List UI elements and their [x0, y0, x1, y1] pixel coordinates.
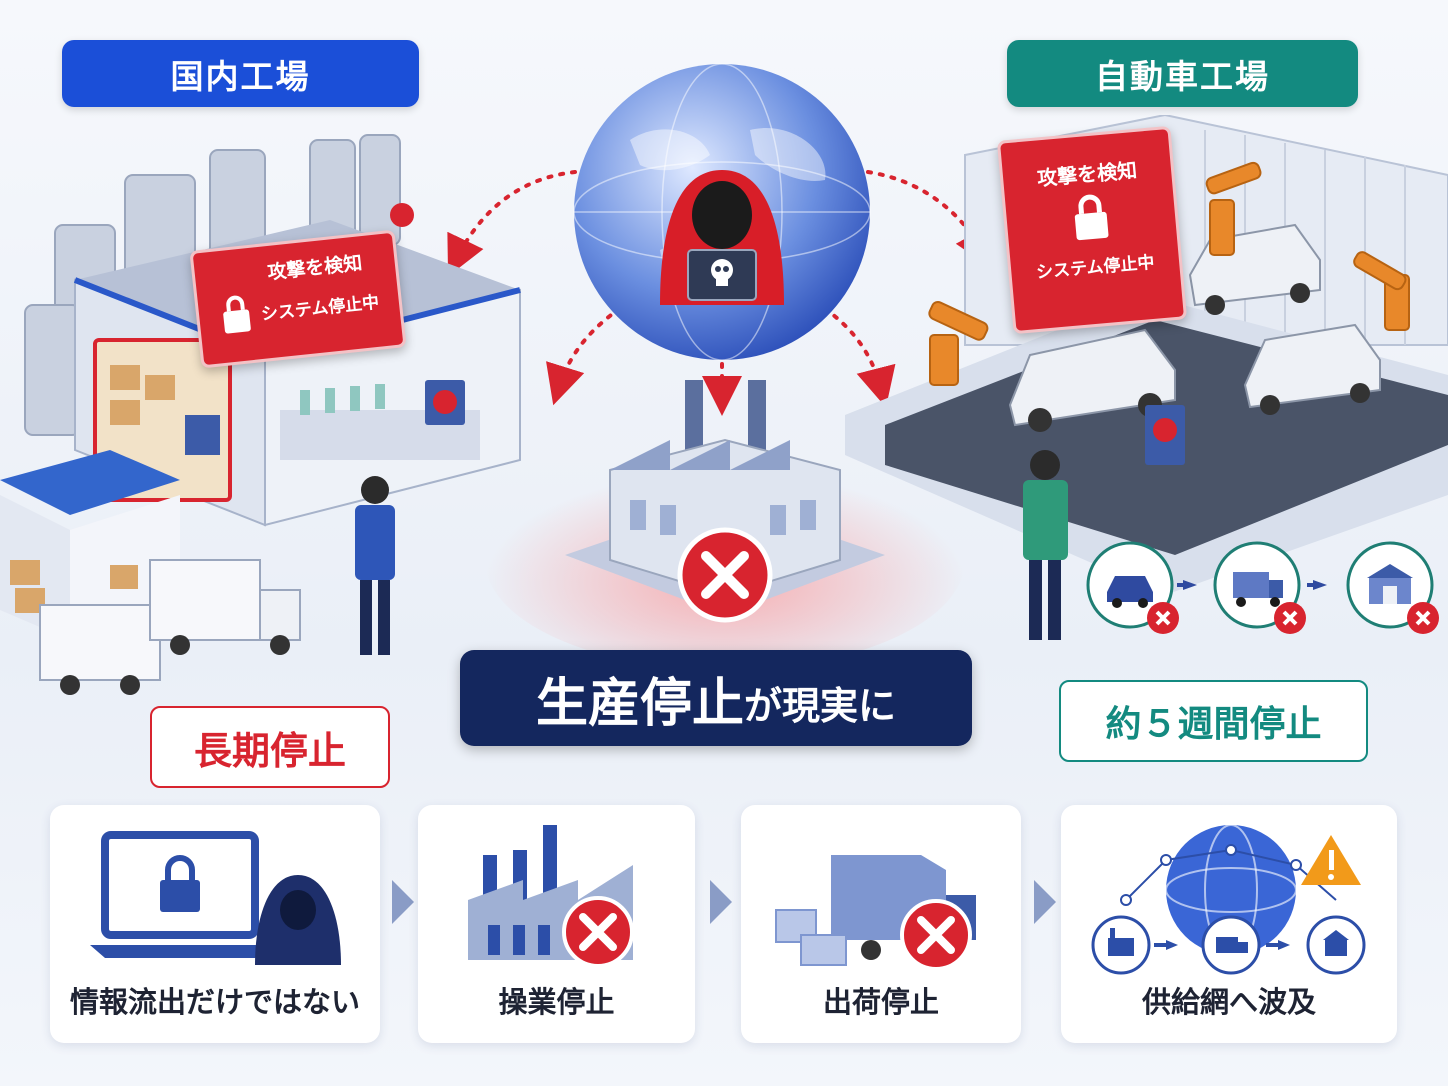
center-factory-illustration [485, 380, 965, 660]
supply-chain-globe-icon [1091, 824, 1366, 975]
hacker-icon [660, 170, 784, 305]
truck-icon [1233, 572, 1283, 607]
flow-arrow-3 [1034, 880, 1056, 924]
domestic-status-badge: 長期停止 [150, 706, 390, 788]
headline-main: 生産停止 [535, 673, 744, 734]
flow-card-data-leak: 情報流出だけではない [50, 805, 380, 1043]
headline-banner: 生産停止が現実に [460, 650, 972, 746]
right-warning-line1: 攻撃を検知 [1036, 157, 1138, 191]
globe-hacker-illustration [573, 63, 871, 361]
stop-x-icon [677, 527, 773, 623]
flow-arrow-2 [710, 880, 732, 924]
flow-arrow-1 [392, 880, 414, 924]
warehouse-icon [1367, 564, 1413, 604]
left-warning-sign: 攻撃を検知 システム停止中 [189, 229, 407, 369]
flow-label-supply-chain: 供給網へ波及 [1141, 985, 1316, 1019]
flow-label-operation-stop: 操業停止 [498, 985, 615, 1019]
auto-factory-title: 自動車工場 [1007, 40, 1358, 107]
domestic-factory-illustration [0, 134, 521, 695]
stop-badges [1147, 602, 1439, 634]
right-warning-line2: システム停止中 [1035, 252, 1156, 283]
auto-status-badge: 約５週間停止 [1059, 680, 1368, 762]
factory-stopped-icon [468, 825, 634, 968]
padlock-icon [222, 295, 251, 334]
flow-card-supply-chain: 供給網へ波及 [1061, 805, 1397, 1043]
flow-arrows [1177, 580, 1327, 590]
car-icon [1107, 576, 1153, 608]
shipping-stopped-icon [775, 855, 976, 970]
left-warning-line2: システム停止中 [260, 292, 381, 325]
auto-factory-illustration [845, 115, 1448, 640]
domestic-factory-title: 国内工場 [62, 40, 419, 107]
right-warning-sign: 攻撃を検知 システム停止中 [996, 125, 1188, 335]
flow-label-shipment-stop: 出荷停止 [822, 985, 939, 1019]
auto-supply-mini-flow [1085, 540, 1445, 635]
flow-card-operation-stop: 操業停止 [418, 805, 695, 1043]
flow-card-shipment-stop: 出荷停止 [741, 805, 1021, 1043]
flow-label-data-leak: 情報流出だけではない [69, 985, 360, 1019]
headline-tail: が現実に [744, 683, 897, 728]
laptop-lock-hacker-icon [90, 831, 341, 965]
padlock-icon [1074, 194, 1109, 241]
